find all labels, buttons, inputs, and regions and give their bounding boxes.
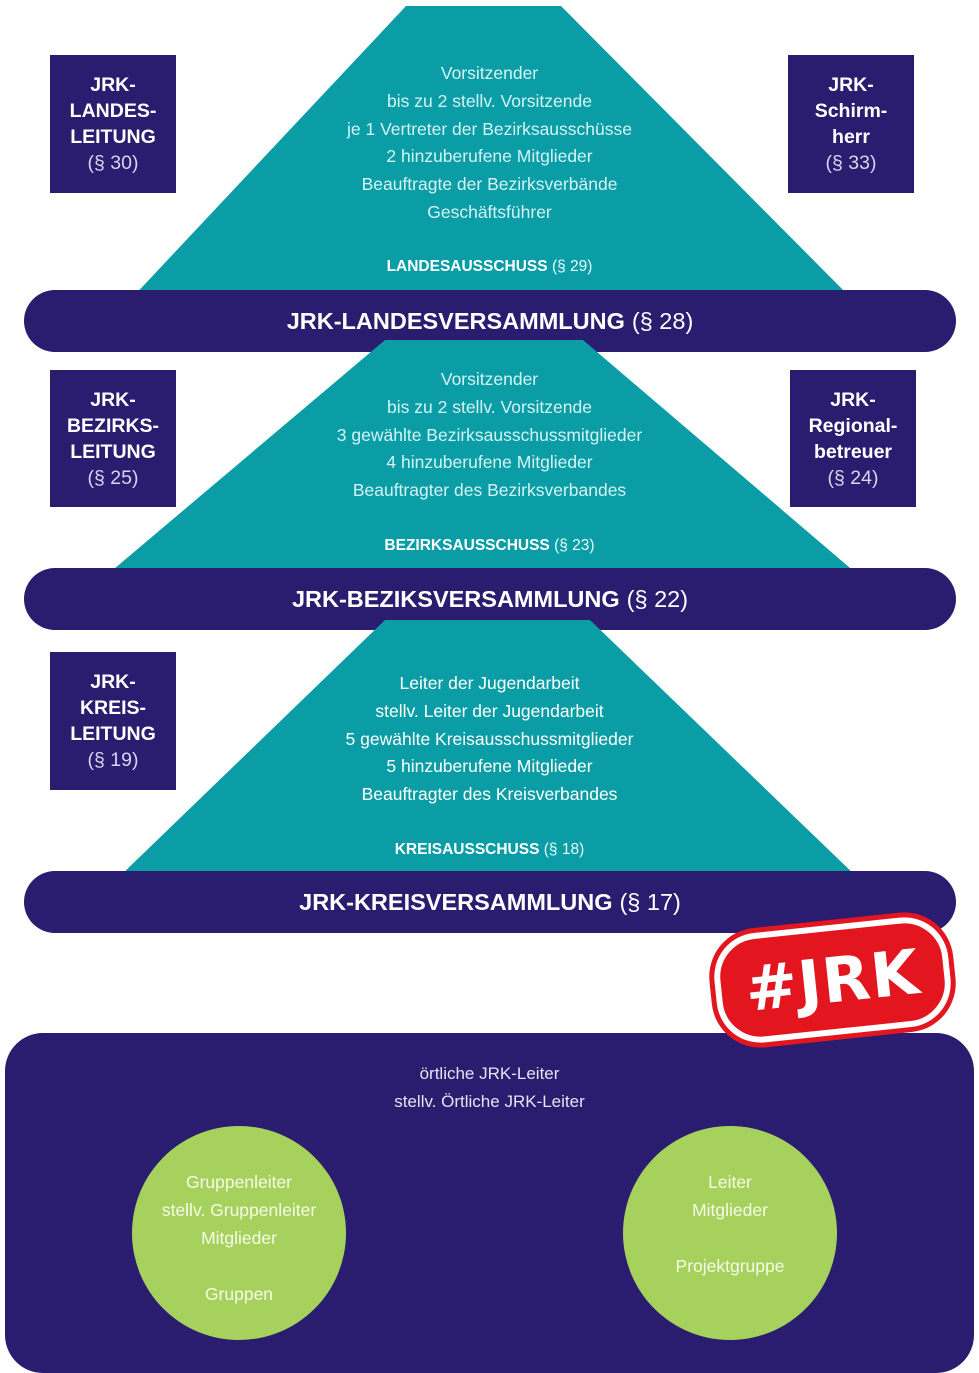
circle-spacer	[623, 1224, 837, 1252]
member-line: Beauftragter des Bezirksverbandes	[352, 480, 627, 501]
projektgruppe-circle: Leiter Mitglieder Projektgruppe	[623, 1126, 837, 1340]
member-line: Beauftragter des Kreisverbandes	[361, 784, 618, 805]
member-line: je 1 Vertreter der Bezirksausschüsse	[347, 118, 632, 139]
member-line: 3 gewählte Bezirksausschussmitglieder	[336, 424, 643, 445]
box-paragraph: (§ 19)	[87, 749, 139, 771]
committee-name: LANDESAUSSCHUSS	[386, 258, 548, 275]
circle-line: Leiter	[708, 1172, 752, 1192]
assembly-name: JRK-KREISVERSAMMLUNG	[299, 888, 613, 915]
committee-name: KREISAUSSCHUSS	[394, 841, 540, 858]
landesleitung-box: JRK- LANDES- LEITUNG (§ 30)	[50, 55, 176, 193]
box-line: LANDES-	[69, 100, 157, 122]
box-paragraph: (§ 25)	[87, 466, 139, 489]
member-line: stellv. Leiter der Jugendarbeit	[375, 700, 604, 721]
box-line: Regional-	[808, 414, 898, 437]
box-line: herr	[832, 126, 870, 148]
box-paragraph: (§ 30)	[87, 152, 139, 174]
committee-paragraph: (§ 29)	[551, 258, 593, 275]
circle-line: Projektgruppe	[675, 1256, 785, 1276]
assembly-paragraph: (§ 22)	[626, 585, 689, 612]
circle-line: Gruppen	[204, 1284, 274, 1304]
kreisversammlung-bar: JRK-KREISVERSAMMLUNG (§ 17)	[24, 871, 956, 933]
box-line: JRK-	[828, 74, 874, 96]
box-line: JRK-	[830, 388, 876, 411]
landesausschuss-members: Vorsitzender bis zu 2 stellv. Vorsitzend…	[0, 60, 979, 227]
box-line: JRK-	[90, 74, 136, 96]
box-line: BEZIRKS-	[66, 414, 160, 437]
bezirksausschuss-label: BEZIRKSAUSSCHUSS (§ 23)	[0, 537, 979, 555]
assembly-paragraph: (§ 28)	[631, 307, 694, 334]
member-line: bis zu 2 stellv. Vorsitzende	[387, 90, 592, 111]
jrk-hashtag-badge: #JRK	[709, 913, 956, 1047]
schirmherr-box: JRK- Schirm- herr (§ 33)	[788, 55, 914, 193]
box-line: LEITUNG	[70, 126, 156, 148]
box-line: JRK-	[90, 671, 136, 693]
local-line: stellv. Örtliche JRK-Leiter	[394, 1092, 585, 1111]
box-line: KREIS-	[79, 697, 147, 719]
box-line: LEITUNG	[70, 440, 156, 463]
box-paragraph: (§ 24)	[827, 466, 879, 489]
circle-line: Gruppenleiter	[185, 1172, 293, 1192]
committee-name: BEZIRKSAUSSCHUSS	[384, 537, 550, 554]
member-line: Vorsitzender	[440, 369, 539, 389]
badge-text: #JRK	[741, 934, 924, 1026]
committee-paragraph: (§ 18)	[543, 841, 585, 858]
local-leaders: örtliche JRK-Leiter stellv. Örtliche JRK…	[0, 1060, 979, 1116]
local-line: örtliche JRK-Leiter	[419, 1064, 560, 1083]
bezirksausschuss-members: Vorsitzender bis zu 2 stellv. Vorsitzend…	[0, 366, 979, 505]
box-line: betreuer	[813, 440, 893, 463]
landesausschuss-label: LANDESAUSSCHUSS (§ 29)	[0, 258, 979, 276]
box-line: JRK-	[90, 388, 136, 411]
kreisleitung-box: JRK- KREIS- LEITUNG (§ 19)	[50, 652, 176, 790]
circle-line: Mitglieder	[692, 1200, 768, 1220]
member-line: bis zu 2 stellv. Vorsitzende	[387, 396, 592, 417]
assembly-name: JRK-LANDESVERSAMMLUNG	[286, 307, 625, 334]
gruppen-circle: Gruppenleiter stellv. Gruppenleiter Mitg…	[132, 1126, 346, 1340]
assembly-name: JRK-BEZIKSVERSAMMLUNG	[291, 585, 620, 612]
member-line: Leiter der Jugendarbeit	[399, 673, 580, 693]
member-line: 4 hinzuberufene Mitglieder	[386, 452, 593, 473]
bezirksversammlung-bar: JRK-BEZIKSVERSAMMLUNG (§ 22)	[24, 568, 956, 630]
member-line: 5 hinzuberufene Mitglieder	[386, 756, 593, 777]
box-paragraph: (§ 33)	[825, 152, 877, 174]
regionalbetreuer-box: JRK- Regional- betreuer (§ 24)	[790, 370, 916, 507]
member-line: 2 hinzuberufene Mitglieder	[386, 146, 593, 167]
kreisausschuss-members: Leiter der Jugendarbeit stellv. Leiter d…	[0, 670, 979, 809]
member-line: Vorsitzender	[440, 63, 539, 83]
assembly-paragraph: (§ 17)	[619, 888, 681, 915]
box-line: Schirm-	[814, 100, 888, 122]
box-line: LEITUNG	[70, 723, 156, 745]
member-line: 5 gewählte Kreisausschussmitglieder	[345, 728, 634, 749]
circle-line: Mitglieder	[201, 1228, 277, 1248]
bezirksleitung-box: JRK- BEZIRKS- LEITUNG (§ 25)	[50, 370, 176, 507]
circle-line: stellv. Gruppenleiter	[161, 1200, 317, 1220]
member-line: Beauftragte der Bezirksverbände	[361, 174, 618, 195]
member-line: Geschäftsführer	[427, 201, 552, 222]
kreisausschuss-label: KREISAUSSCHUSS (§ 18)	[0, 841, 979, 859]
circle-spacer	[132, 1252, 346, 1280]
committee-paragraph: (§ 23)	[554, 537, 595, 554]
